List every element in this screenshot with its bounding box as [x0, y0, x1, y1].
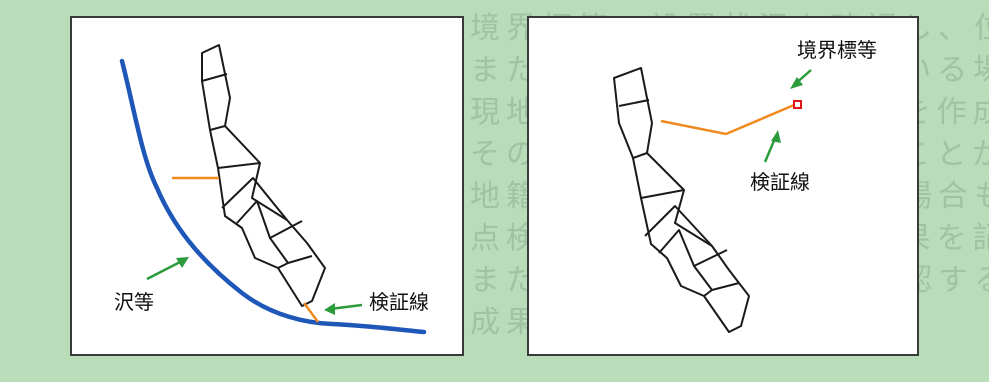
arrowhead-icon: [324, 303, 335, 315]
parcel-outer: [613, 67, 750, 333]
stream-line: [119, 58, 427, 335]
arrows: [146, 257, 363, 315]
left-diagram-panel: 沢等 検証線: [70, 16, 464, 356]
parcel-edge: [658, 229, 728, 267]
arrowhead-icon: [176, 257, 189, 268]
parcel-edge: [277, 262, 289, 269]
parcel-edge: [201, 73, 228, 82]
verification-pointer-arrow: [329, 303, 363, 311]
parcel-edge: [209, 125, 226, 131]
parcel-outlines: [613, 67, 750, 333]
parcel-outlines: [201, 44, 326, 307]
verification-line: [302, 302, 320, 323]
stream-pointer-arrow: [146, 258, 185, 281]
arrows: [763, 69, 812, 163]
stream-label: 沢等: [114, 290, 154, 314]
parcel-edge: [640, 189, 685, 199]
parcel-edge: [703, 289, 713, 297]
verification-line-label: 検証線: [369, 290, 429, 314]
verification-line-label: 検証線: [750, 170, 810, 194]
parcel-edge: [236, 200, 303, 239]
left-diagram-canvas: [119, 44, 427, 335]
parcel-outer: [201, 44, 326, 307]
parcel-edge: [693, 265, 740, 291]
parcel-edge: [644, 205, 713, 247]
parcel-edge: [632, 152, 648, 159]
right-diagram-canvas: [613, 67, 812, 333]
right-diagram-panel: 境界標等 検証線: [527, 16, 919, 356]
verification-line: [660, 103, 795, 136]
arrowhead-icon: [790, 77, 803, 89]
boundary-marker-icon: [793, 100, 802, 109]
arrowhead-icon: [771, 130, 781, 143]
boundary-marker-label: 境界標等: [797, 38, 877, 62]
parcel-edge: [221, 177, 288, 221]
parcel-edge: [618, 99, 650, 107]
parcel-edge: [217, 162, 261, 169]
